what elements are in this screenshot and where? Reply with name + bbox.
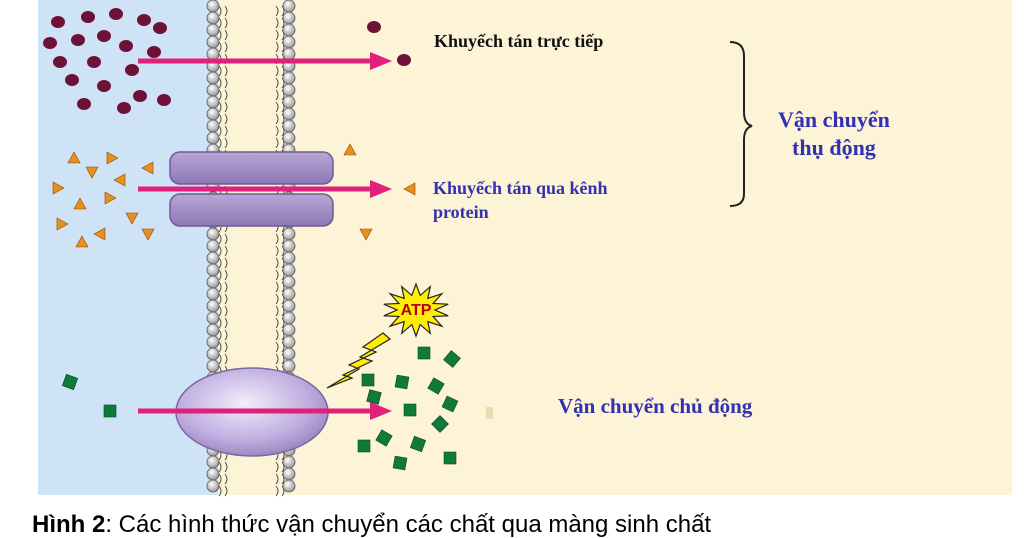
atp-energy-icon: ATP [326,282,449,389]
phospholipid-pair [206,11,296,29]
transported-particle [443,350,461,368]
particles-layer [43,8,461,471]
direct-diffusion-arrow [138,52,392,70]
solute-molecule [65,74,79,86]
phospholipid-pair [206,263,296,281]
channel-diffusion-line2: protein [433,202,489,222]
transported-particle [392,455,408,471]
solute-molecule [87,56,101,68]
ion-particle [359,228,373,241]
phospholipid-pair [206,323,296,341]
ion-particle [343,143,357,156]
solute-molecule [397,54,411,66]
ion-particle [52,181,65,195]
ion-particle [403,182,416,196]
phospholipid-pair [206,107,296,125]
ion-particle [73,197,87,210]
passive-transport-brace [729,41,753,207]
solute-molecule [81,11,95,23]
transported-particle [441,395,459,413]
transported-particle [403,403,417,417]
ion-particle [106,151,119,165]
ion-particle [141,228,155,241]
transported-particle [427,377,445,395]
phospholipid-pair [206,347,296,365]
transported-particle [443,451,457,465]
ion-particle [67,151,81,164]
transported-particle [61,373,79,391]
phospholipid-pair [206,23,296,41]
ion-particle [85,166,99,179]
ion-particle [93,227,106,241]
solute-molecule [97,80,111,92]
solute-molecule [71,34,85,46]
passive-transport-label: Vận chuyển thụ động [778,106,890,162]
ion-particle [113,173,126,187]
phospholipid-pair [206,227,296,245]
solute-molecule [77,98,91,110]
caption-text: : Các hình thức vận chuyển các chất qua … [105,511,712,538]
phospholipid-pair [206,0,296,17]
phospholipid-pair [206,299,296,317]
transported-particle [394,374,410,390]
solute-molecule [117,102,131,114]
ion-particle [56,217,69,231]
lightning-bolt-icon [326,332,392,389]
solute-molecule [137,14,151,26]
phospholipid-pair [206,83,296,101]
solute-molecule [97,30,111,42]
phospholipid-pair [206,239,296,257]
solute-molecule [125,64,139,76]
atp-label: ATP [401,302,432,319]
phospholipid-pair [206,119,296,137]
solute-molecule [153,22,167,34]
inside-region [218,0,1012,495]
ion-particle [125,212,139,225]
phospholipid-pair [206,287,296,305]
figure-caption: Hình 2: Các hình thức vận chuyển các chấ… [32,512,711,538]
solute-molecule [367,21,381,33]
phospholipid-pair [206,35,296,53]
ion-particle [104,191,117,205]
channel-diffusion-label: Khuyếch tán qua kênh protein [433,176,608,224]
channel-diffusion-arrow [138,180,392,198]
solute-molecule [51,16,65,28]
phospholipid-pair [206,479,296,497]
solute-molecule [43,37,57,49]
active-transport-label: Vận chuyển chủ động [558,394,753,418]
phospholipid-pair [206,95,296,113]
caption-prefix: Hình 2 [32,511,106,538]
solute-molecule [147,46,161,58]
transported-particle [375,429,393,447]
solute-molecule [53,56,67,68]
transported-particle [361,373,375,387]
channel-protein [169,151,334,227]
transported-particle [417,346,431,360]
active-transport-arrow [138,402,392,420]
arrows [138,52,392,420]
transported-particle [357,439,371,453]
solute-molecule [157,94,171,106]
transported-particle [366,389,382,405]
transported-particle [431,415,449,433]
ion-particle [141,161,154,175]
direct-diffusion-label: Khuyếch tán trực tiếp [434,31,604,51]
phospholipid-pair [206,71,296,89]
phospholipid-pair [206,335,296,353]
solute-molecule [109,8,123,20]
transported-particle [409,435,427,453]
transported-particle [103,404,117,418]
solute-molecule [133,90,147,102]
faint-marker [486,407,493,419]
solute-molecule [119,40,133,52]
channel-diffusion-line1: Khuyếch tán qua kênh [433,178,608,198]
phospholipid-pair [206,251,296,269]
ion-particle [75,235,89,248]
passive-transport-line1: Vận chuyển [778,107,890,132]
passive-transport-line2: thụ động [792,135,876,160]
